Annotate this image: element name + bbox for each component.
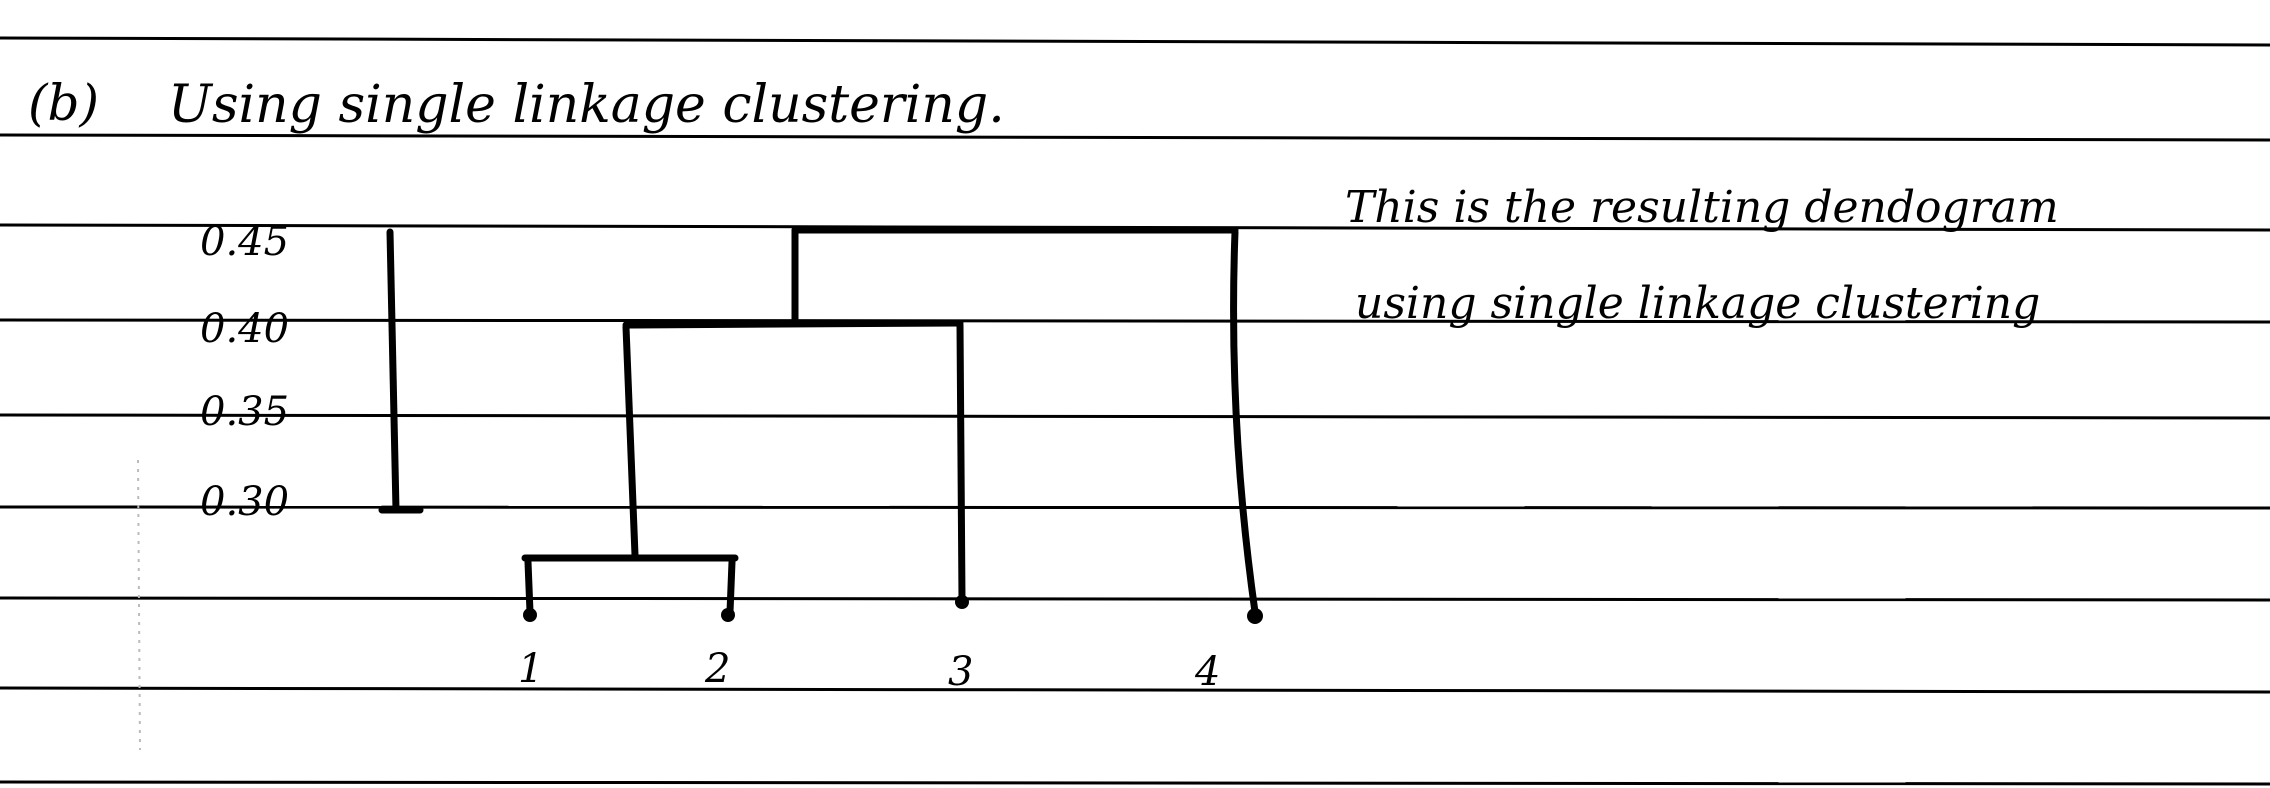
leaf-dot — [1247, 608, 1263, 624]
leaf-dot — [955, 595, 969, 609]
ruled-lines — [0, 36, 2270, 786]
y-axis-line — [386, 228, 400, 514]
dendrogram — [521, 226, 1259, 616]
branch-leaf-3 — [956, 321, 966, 604]
leaf-label: 1 — [518, 646, 543, 692]
branch-leaf-1 — [524, 558, 534, 616]
margin-smudge — [137, 459, 141, 751]
y-tick-label: 0.35 — [200, 389, 289, 435]
heading-label: (b) — [28, 74, 99, 132]
leaf-dot — [523, 608, 537, 622]
leaf-dot — [721, 608, 735, 622]
leaf-label: 3 — [948, 649, 973, 695]
y-tick-label: 0.30 — [200, 479, 289, 525]
leaf-label: 4 — [1194, 649, 1220, 695]
branch-cluster-12 — [622, 323, 639, 559]
y-tick-label: 0.45 — [200, 219, 289, 265]
note-line-1: This is the resulting dendogram — [1345, 182, 2059, 233]
branch-leaf-4 — [1230, 228, 1259, 616]
leaf-label: 2 — [704, 646, 730, 692]
branch-leaf-2 — [726, 558, 736, 616]
note-line-2: using single linkage clustering — [1355, 278, 2040, 329]
y-tick-label: 0.40 — [200, 306, 289, 352]
heading-text: Using single linkage clustering. — [168, 75, 1005, 135]
